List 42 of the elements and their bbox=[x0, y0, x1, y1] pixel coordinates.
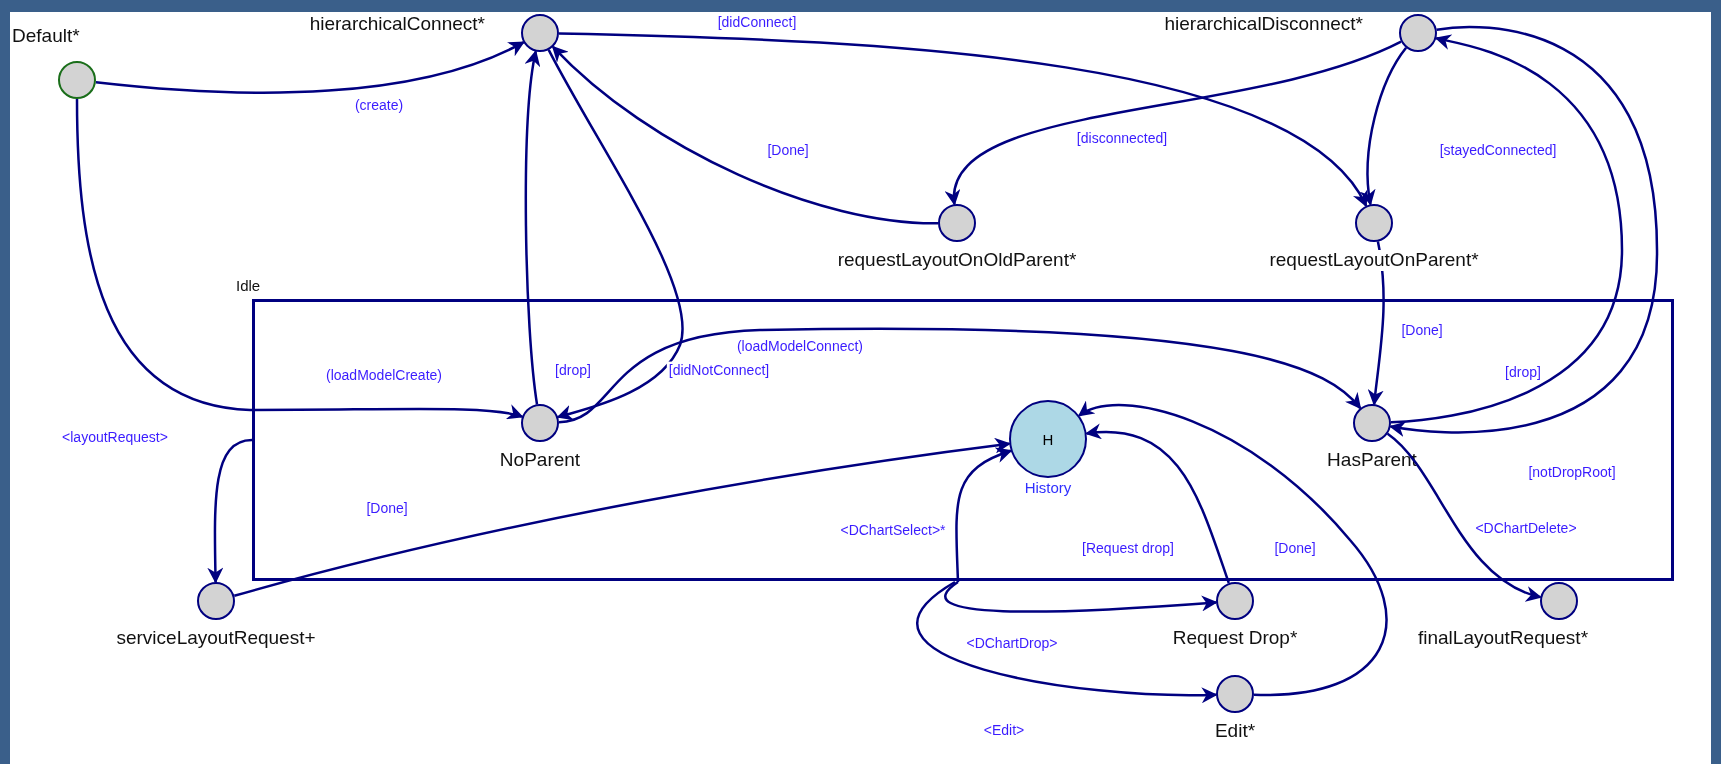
edge-label: [stayedConnected] bbox=[1437, 141, 1559, 159]
edge-label: [notDropRoot] bbox=[1526, 463, 1618, 481]
edge-label: <DChartDrop> bbox=[964, 634, 1060, 652]
transition-arrow bbox=[207, 438, 253, 584]
transition-arrow bbox=[551, 45, 939, 225]
state-name: requestLayoutOnParent* bbox=[1269, 250, 1479, 271]
edge-label: [didNotConnect] bbox=[666, 361, 772, 379]
state-name: requestLayoutOnOldParent* bbox=[837, 250, 1077, 271]
transition-arrow bbox=[1360, 47, 1408, 206]
transition-arrow bbox=[917, 581, 1218, 703]
transition-arrow bbox=[1390, 33, 1624, 424]
transition-arrow bbox=[1077, 401, 1388, 696]
edge-label: [Request drop] bbox=[1080, 539, 1176, 557]
transition-arrow bbox=[558, 32, 1368, 207]
edge-label: <layoutRequest> bbox=[60, 428, 170, 446]
transition-arrow bbox=[948, 40, 1402, 206]
transition-arrow bbox=[558, 327, 1362, 424]
edge-label: [disconnected] bbox=[1074, 129, 1170, 147]
edge-label: [drop] bbox=[1503, 363, 1543, 381]
transition-arrow bbox=[95, 41, 525, 94]
edge-label: [Done] bbox=[765, 141, 811, 159]
edge-label: [didConnect] bbox=[715, 13, 799, 31]
state-name: Request Drop* bbox=[1172, 628, 1298, 649]
transition-arrow bbox=[75, 99, 524, 421]
transition-arrow bbox=[1367, 241, 1385, 406]
edge-label: [Done] bbox=[1399, 321, 1445, 339]
transition-arrow bbox=[1389, 25, 1659, 437]
state-name: serviceLayoutRequest+ bbox=[116, 628, 316, 649]
edge-label: [Done] bbox=[1272, 539, 1318, 557]
state-caption: History bbox=[1024, 479, 1072, 496]
transition-arrow bbox=[1085, 424, 1230, 584]
transition-arrow bbox=[233, 437, 1011, 597]
transition-arrow bbox=[944, 581, 1218, 613]
transition-arrow bbox=[955, 448, 1013, 583]
transition-arrow bbox=[547, 49, 684, 421]
edge-label: [Done] bbox=[364, 499, 410, 517]
edge-label: (loadModelCreate) bbox=[324, 366, 444, 384]
transition-arrow bbox=[1386, 432, 1542, 601]
transition-arrow bbox=[524, 49, 542, 405]
state-name: finalLayoutRequest* bbox=[1417, 628, 1589, 649]
edge-label: (create) bbox=[352, 96, 406, 114]
edge-label: [drop] bbox=[553, 361, 593, 379]
